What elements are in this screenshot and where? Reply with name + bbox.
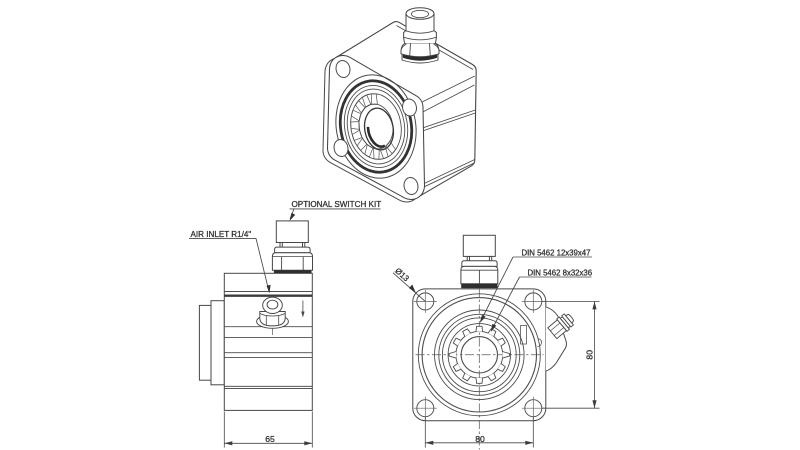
svg-text:65: 65 [265,434,275,444]
svg-text:OPTIONAL SWITCH KIT: OPTIONAL SWITCH KIT [292,200,382,209]
svg-text:DIN 5462 8x32x36: DIN 5462 8x32x36 [528,269,593,278]
svg-text:DIN 5462 12x39x47: DIN 5462 12x39x47 [522,249,591,258]
svg-text:AIR INLET R1/4": AIR INLET R1/4" [191,230,252,239]
svg-text:80: 80 [475,434,485,444]
svg-text:80: 80 [585,350,595,360]
